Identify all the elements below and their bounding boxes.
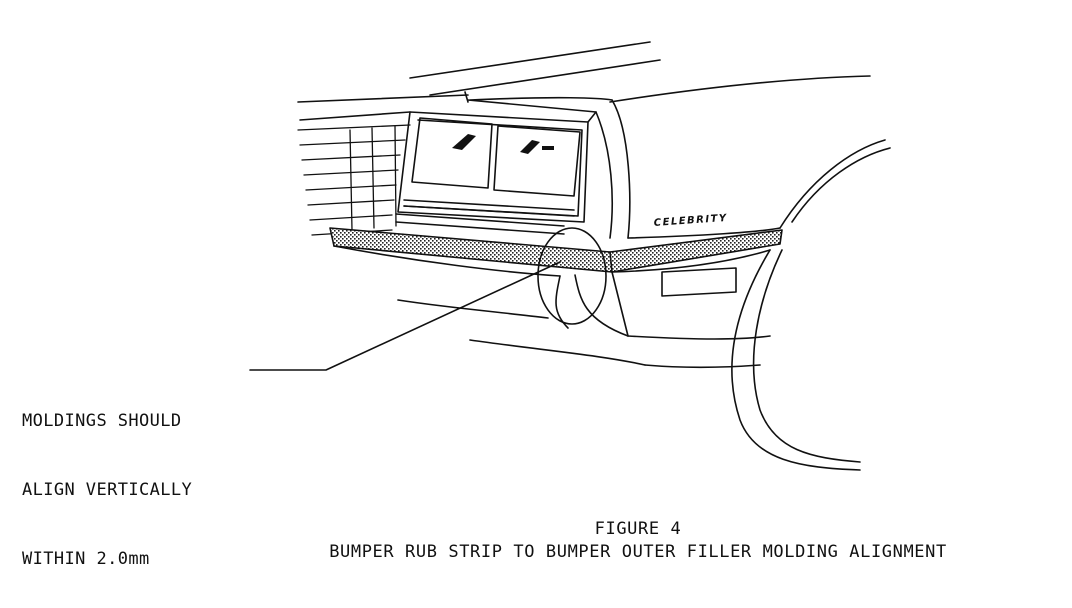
grille xyxy=(297,124,411,236)
headlamp-housing xyxy=(395,99,613,239)
hood-lines xyxy=(297,41,871,121)
callout-line-1: MOLDINGS SHOULD xyxy=(22,411,182,431)
callout-leader-line xyxy=(249,261,561,371)
callout-line-3: WITHIN 2.0mm xyxy=(22,549,150,569)
alignment-callout: MOLDINGS SHOULD ALIGN VERTICALLY WITHIN … xyxy=(22,364,192,594)
alignment-detail-circle xyxy=(537,227,607,325)
callout-line-2: ALIGN VERTICALLY xyxy=(22,480,193,500)
figure-number: FIGURE 4 xyxy=(594,519,682,539)
lower-bumper xyxy=(333,245,771,369)
figure-title: BUMPER RUB STRIP TO BUMPER OUTER FILLER … xyxy=(329,542,947,562)
celebrity-badge: CELEBRITY xyxy=(653,213,728,229)
headlamp-emblems xyxy=(452,134,554,154)
fender-outline xyxy=(611,99,891,471)
